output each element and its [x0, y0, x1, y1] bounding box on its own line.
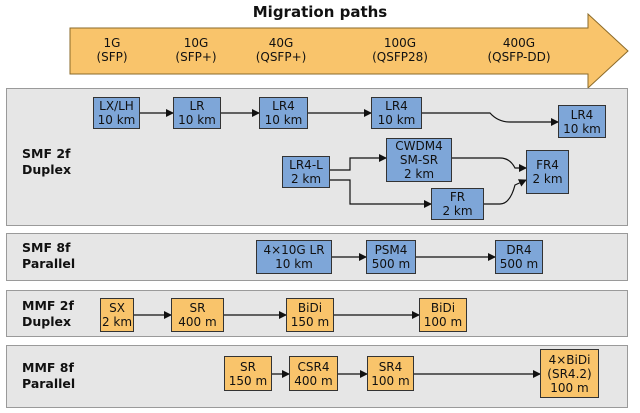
node-sr4: SR4 100 m: [367, 356, 414, 391]
node-lr-10g: LR 10 km: [173, 97, 221, 129]
label-smf-8f-parallel: SMF 8f Parallel: [22, 240, 76, 271]
node-4x-bidi: 4×BiDi (SR4.2) 100 m: [540, 349, 599, 398]
speed-rate: 1G: [103, 36, 121, 50]
node-csr4: CSR4 400 m: [289, 356, 338, 391]
node-bidi-150m: BiDi 150 m: [286, 298, 334, 332]
speed-form: (SFP+): [175, 50, 217, 64]
speed-rate: 40G: [268, 36, 294, 50]
node-dr4: DR4 500 m: [495, 240, 543, 274]
node-4x10g-lr: 4×10G LR 10 km: [256, 240, 332, 274]
node-sx: SX 2 km: [100, 298, 134, 332]
speed-100g: 100G (QSFP28): [372, 36, 428, 64]
speed-400g: 400G (QSFP-DD): [487, 36, 550, 64]
migration-arrow: [69, 12, 629, 90]
node-fr: FR 2 km: [431, 188, 484, 220]
label-mmf-2f-duplex: MMF 2f Duplex: [22, 298, 74, 329]
node-lr4-400g: LR4 10 km: [558, 105, 606, 138]
node-sr-400m: SR 400 m: [171, 298, 224, 332]
speed-40g: 40G (QSFP+): [256, 36, 307, 64]
node-psm4: PSM4 500 m: [366, 240, 416, 274]
node-lr4-100g: LR4 10 km: [371, 97, 422, 129]
label-mmf-8f-parallel: MMF 8f Parallel: [22, 360, 76, 391]
node-lr4-l: LR4-L 2 km: [282, 156, 330, 188]
speed-rate: 10G: [183, 36, 209, 50]
diagram-title: Migration paths: [252, 3, 388, 21]
node-fr4: FR4 2 km: [526, 150, 569, 194]
speed-rate: 400G: [502, 36, 536, 50]
node-bidi-100m: BiDi 100 m: [419, 298, 467, 332]
node-cwdm4: CWDM4 SM-SR 2 km: [386, 138, 452, 182]
speed-form: (QSFP+): [255, 50, 307, 64]
node-sr-150m: SR 150 m: [224, 356, 272, 391]
speed-1g: 1G (SFP): [96, 36, 127, 64]
node-lr4-40g: LR4 10 km: [259, 97, 308, 129]
label-smf-2f-duplex: SMF 2f Duplex: [22, 146, 72, 177]
speed-form: (QSFP-DD): [487, 50, 551, 64]
speed-form: (QSFP28): [372, 50, 428, 64]
speed-rate: 100G: [383, 36, 417, 50]
speed-10g: 10G (SFP+): [175, 36, 216, 64]
speed-form: (SFP): [96, 50, 128, 64]
node-lx-lh: LX/LH 10 km: [93, 97, 140, 129]
